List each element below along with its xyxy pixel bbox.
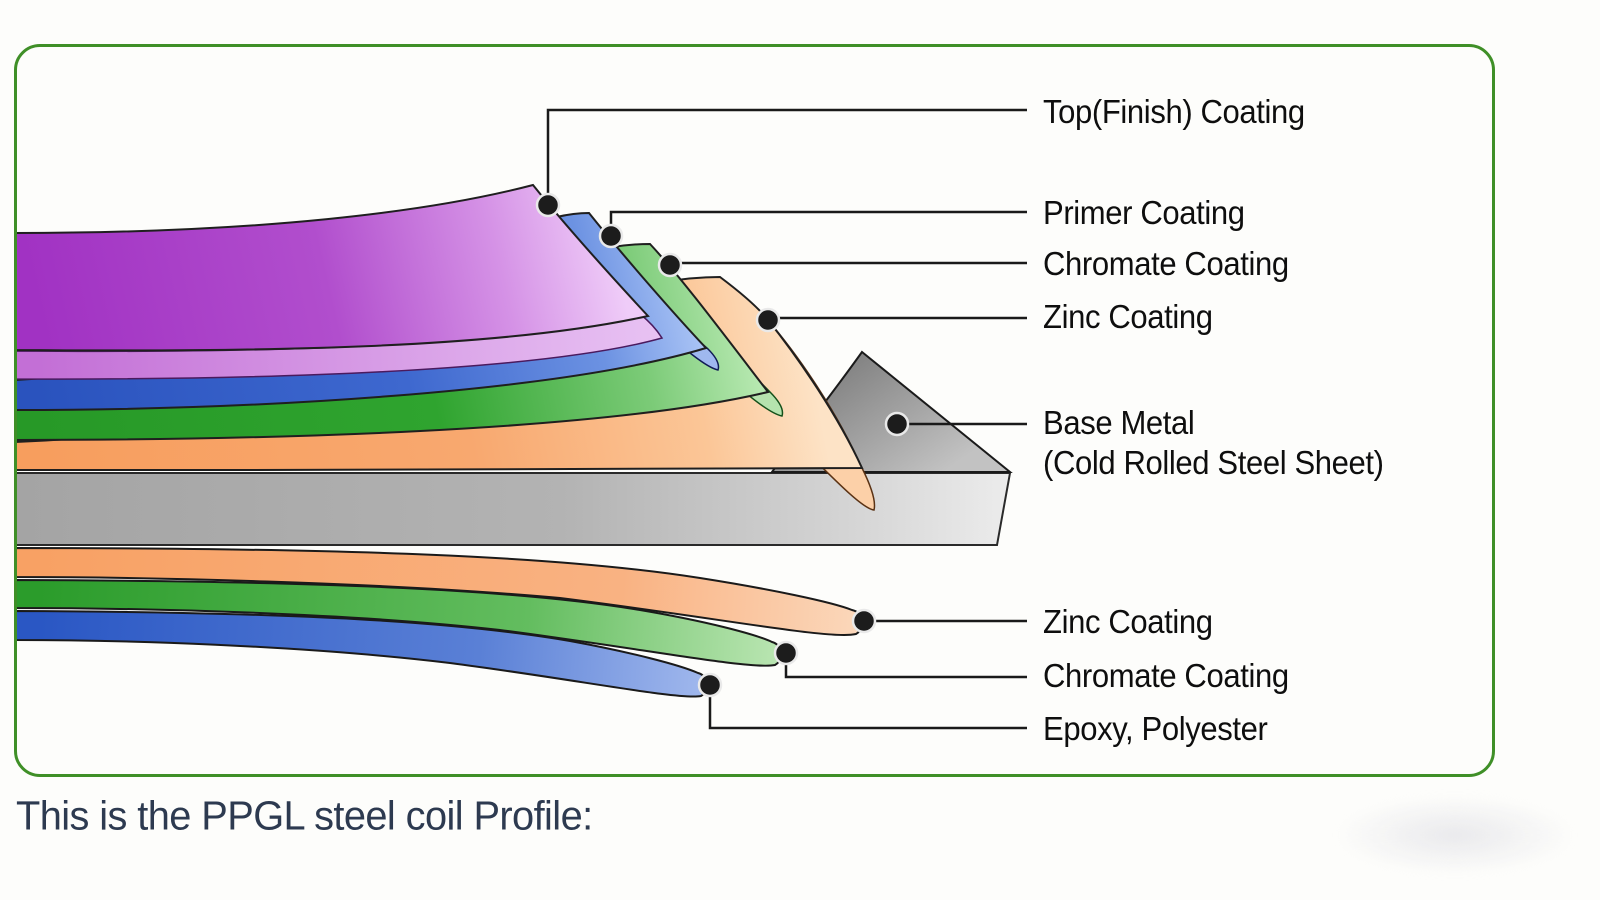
leader-chromate-bottom (784, 653, 1027, 679)
callout-dot-epoxy (697, 672, 723, 698)
label-base-metal-line2: (Cold Rolled Steel Sheet) (1043, 444, 1384, 481)
label-epoxy-polyester: Epoxy, Polyester (1043, 710, 1268, 747)
callout-dot-chromate-bottom (773, 640, 799, 666)
label-base-metal-line1: Base Metal (1043, 404, 1195, 441)
watermark-smudge (1335, 795, 1575, 875)
callout-dot-base-metal (884, 411, 910, 437)
label-chromate-coating-top: Chromate Coating (1043, 245, 1289, 282)
label-zinc-coating-top: Zinc Coating (1043, 298, 1213, 335)
page-caption: This is the PPGL steel coil Profile: (16, 792, 593, 839)
callout-dot-zinc-bottom (851, 608, 877, 634)
callout-dot-primer (598, 223, 624, 249)
leader-top-finish (546, 108, 1027, 200)
label-base-metal: Base Metal (Cold Rolled Steel Sheet) (1043, 403, 1384, 483)
leader-epoxy (708, 685, 1027, 730)
label-chromate-coating-bottom: Chromate Coating (1043, 657, 1289, 694)
label-top-finish-coating: Top(Finish) Coating (1043, 93, 1305, 130)
callout-dots (535, 192, 910, 698)
layer-top-finish (14, 183, 664, 380)
callout-dot-chromate-top (657, 252, 683, 278)
leader-primer (609, 210, 1027, 232)
callout-dot-zinc-top (755, 307, 781, 333)
callout-dot-top-finish (535, 192, 561, 218)
label-primer-coating: Primer Coating (1043, 194, 1245, 231)
label-zinc-coating-bottom: Zinc Coating (1043, 603, 1213, 640)
